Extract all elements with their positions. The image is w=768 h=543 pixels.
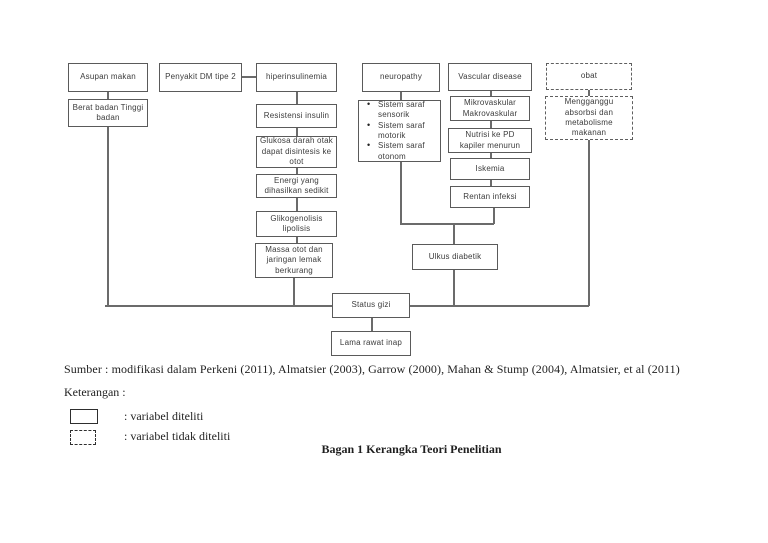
node-sistem-saraf-list: Sistem saraf sensorik Sistem saraf motor…	[358, 99, 441, 162]
connector-line	[493, 207, 495, 224]
node-nutrisi: Nutrisi ke PD kapiler menurun	[448, 128, 532, 153]
connector-line	[490, 152, 492, 159]
connector-line	[588, 139, 590, 306]
legend-dashed-box	[70, 430, 96, 445]
connector-line	[490, 91, 492, 97]
node-energi: Energi yang dihasilkan sedikit	[256, 174, 337, 198]
node-ulkus-diabetik: Ulkus diabetik	[412, 244, 498, 270]
connector-line	[588, 89, 590, 97]
connector-line	[107, 92, 109, 100]
connector-line	[400, 223, 494, 225]
legend-dashed-label: : variabel tidak diteliti	[124, 429, 231, 443]
connector-line	[296, 236, 298, 244]
connector-line	[490, 179, 492, 187]
node-iskemia: Iskemia	[450, 158, 530, 180]
saraf-item: Sistem saraf sensorik	[365, 99, 436, 121]
node-mengganggu: Mengganggu absorbsi dan metabolisme maka…	[545, 96, 633, 140]
connector-line	[400, 92, 402, 101]
connector-line	[296, 127, 298, 136]
node-massa-otot: Massa otot dan jaringan lemak berkurang	[255, 243, 333, 278]
legend-title: Keterangan :	[64, 385, 126, 399]
connector-line	[107, 126, 109, 306]
node-neuropathy: neuropathy	[362, 63, 440, 92]
node-penyakit-dm: Penyakit DM tipe 2	[159, 63, 242, 92]
legend-solid-label: : variabel diteliti	[124, 409, 204, 423]
source-note: Sumber : modifikasi dalam Perkeni (2011)…	[64, 362, 680, 376]
figure-caption: Bagan 1 Kerangka Teori Penelitian	[321, 442, 502, 456]
node-status-gizi: Status gizi	[332, 293, 410, 318]
node-obat: obat	[546, 63, 632, 90]
connector-line	[453, 223, 455, 245]
connector-line	[296, 167, 298, 174]
node-asupan-makan: Asupan makan	[68, 63, 148, 92]
node-mikrovaskular: Mikrovaskular Makrovaskular	[450, 96, 530, 121]
connector-line	[453, 269, 455, 306]
connector-line	[400, 161, 402, 224]
legend-solid-box	[70, 409, 98, 424]
node-glikogenolisis: Glikogenolisis lipolisis	[256, 211, 337, 237]
connector-line	[241, 76, 257, 78]
node-hiperinsulinemia: hiperinsulinemia	[256, 63, 337, 92]
connector-line	[296, 92, 298, 104]
saraf-item: Sistem saraf motorik	[365, 120, 436, 142]
node-berat-badan: Berat badan Tinggi badan	[68, 99, 148, 127]
node-rentan-infeksi: Rentan infeksi	[450, 186, 530, 208]
node-lama-rawat-inap: Lama rawat inap	[331, 331, 411, 356]
node-resistensi-insulin: Resistensi insulin	[256, 104, 337, 128]
node-glukosa: Glukosa darah otak dapat disintesis ke o…	[256, 136, 337, 168]
connector-line	[293, 277, 295, 306]
connector-line	[371, 317, 373, 332]
saraf-bullet-list: Sistem saraf sensorik Sistem saraf motor…	[365, 99, 436, 162]
connector-line	[296, 197, 298, 211]
saraf-item: Sistem saraf otonom	[365, 140, 436, 162]
connector-line	[490, 120, 492, 128]
node-vascular-disease: Vascular disease	[448, 63, 532, 91]
